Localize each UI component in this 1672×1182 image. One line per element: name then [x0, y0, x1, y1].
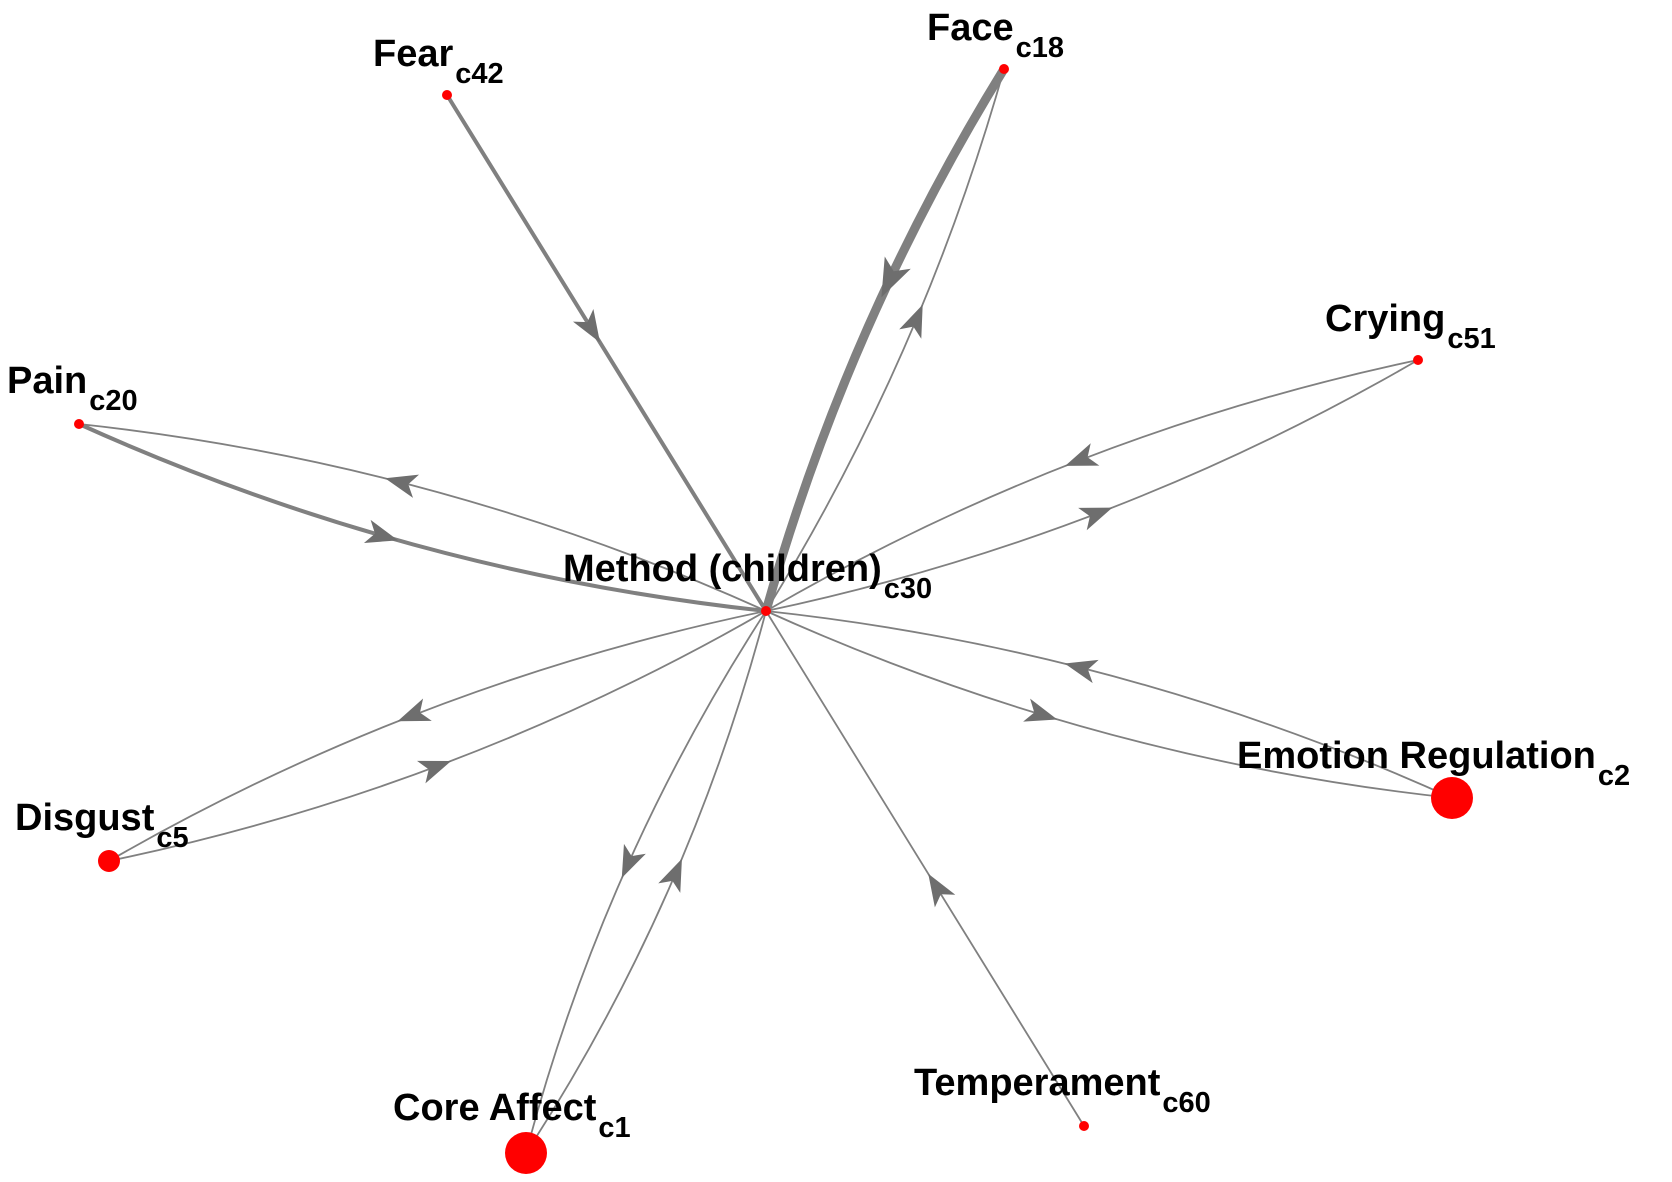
node-c20[interactable]	[74, 419, 84, 429]
node-label-main-c1: Core Affect	[393, 1087, 597, 1129]
arrowhead-c18-to-c30	[881, 256, 911, 298]
node-label-sub-c2: c2	[1598, 760, 1630, 792]
node-label-sub-c1: c1	[598, 1112, 630, 1144]
node-label-c51: Cryingc51	[1325, 298, 1496, 355]
arrowhead-c1-to-c30	[658, 858, 682, 893]
node-c51[interactable]	[1413, 355, 1423, 365]
edge-c60-to-c30	[765, 610, 1085, 1127]
edge-c2-to-c30	[765, 610, 1453, 799]
node-c30[interactable]	[761, 606, 771, 616]
edge-c30-to-c2	[765, 610, 1453, 799]
arrowhead-c5-to-c30	[417, 760, 452, 784]
node-label-c1: Core Affectc1	[393, 1087, 631, 1144]
arrowhead-c42-to-c30	[572, 308, 601, 343]
edge-c5-to-c30	[108, 610, 767, 862]
node-label-c18: Facec18	[927, 7, 1064, 64]
node-c18[interactable]	[999, 64, 1009, 74]
arrowhead-c2-to-c30	[1064, 659, 1099, 684]
arrowhead-c30-to-c51	[1078, 507, 1113, 531]
node-label-main-c51: Crying	[1325, 298, 1445, 340]
node-c1[interactable]	[505, 1132, 547, 1174]
arrowhead-c30-to-c20	[385, 474, 420, 498]
node-label-main-c42: Fear	[373, 33, 453, 75]
edge-c30-to-c20	[78, 423, 767, 612]
edge-c30-to-c18	[765, 68, 1005, 612]
node-label-main-c5: Disgust	[15, 797, 155, 839]
node-label-sub-c5: c5	[156, 822, 188, 854]
arrowhead-c30-to-c5	[397, 698, 432, 722]
edge-c30-to-c1	[525, 610, 767, 1154]
node-label-sub-c42: c42	[455, 58, 503, 90]
node-label-main-c20: Pain	[7, 360, 87, 402]
node-label-main-c18: Face	[927, 7, 1014, 49]
labels-layer: Method (children)c30 Facec18 Fearc42Crying…	[7, 7, 1630, 1144]
node-label-c30: Method (children)c30	[563, 548, 932, 605]
edge-c30-to-c5	[108, 610, 767, 862]
arrowhead-c30-to-c1	[621, 843, 646, 878]
arrowhead-c51-to-c30	[1065, 443, 1100, 466]
nodes-layer	[74, 64, 1473, 1174]
node-label-c2: Emotion Regulationc2	[1237, 735, 1630, 792]
node-label-main-c2: Emotion Regulation	[1237, 735, 1596, 777]
arrowhead-c60-to-c30	[928, 873, 956, 908]
arrowhead-c20-to-c30	[363, 519, 399, 543]
edge-c1-to-c30	[525, 610, 767, 1154]
node-label-sub-c51: c51	[1447, 323, 1495, 355]
edge-c18-to-c30	[761, 64, 1009, 616]
edge-c42-to-c30	[445, 93, 768, 613]
edge-c20-to-c30	[77, 422, 768, 613]
node-label-c5: Disgustc5	[15, 797, 189, 854]
arrowhead-c30-to-c18	[899, 304, 923, 339]
edges-layer	[77, 64, 1453, 1154]
node-label-main-c30: Method (children)	[563, 548, 882, 590]
node-label-main-c60: Temperament	[914, 1062, 1161, 1104]
node-label-sub-c20: c20	[89, 385, 137, 417]
node-label-c20: Painc20	[7, 360, 138, 417]
node-c42[interactable]	[442, 90, 452, 100]
node-c2[interactable]	[1431, 777, 1473, 819]
node-label-sub-c60: c60	[1162, 1087, 1210, 1119]
arrowhead-c30-to-c2	[1023, 698, 1058, 722]
node-label-c60: Temperamentc60	[914, 1062, 1211, 1119]
node-label-c42: Fearc42	[373, 33, 504, 90]
node-c5[interactable]	[98, 850, 120, 872]
node-label-sub-c30: c30	[884, 573, 932, 605]
node-label-sub-c18: c18	[1016, 32, 1064, 64]
node-c60[interactable]	[1079, 1121, 1089, 1131]
